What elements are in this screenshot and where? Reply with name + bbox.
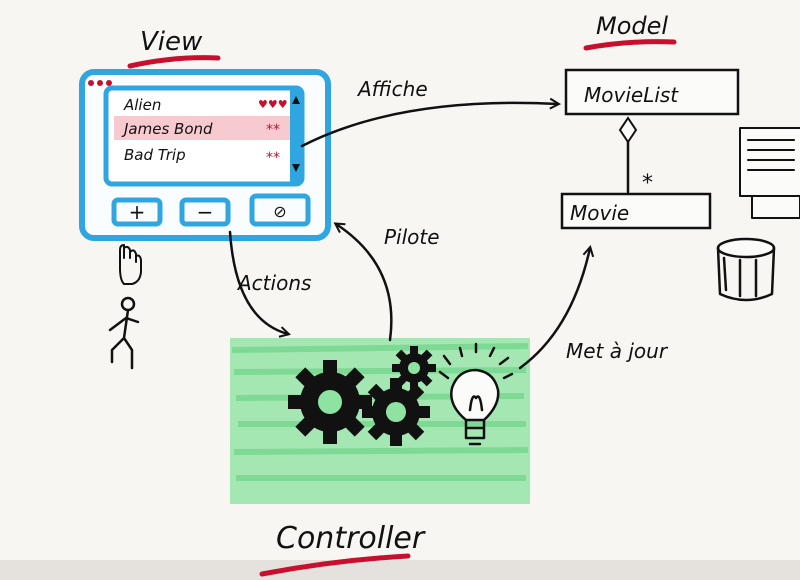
- scroll-up-icon[interactable]: [292, 96, 300, 104]
- view-title-underline: [127, 55, 221, 69]
- actions-label: Actions: [236, 271, 311, 295]
- multiplicity-label: *: [642, 171, 653, 196]
- database-icon: [716, 237, 776, 302]
- edit-button-label: ⊘: [273, 202, 286, 221]
- movielist-class-box: [564, 68, 740, 116]
- met-a-jour-arrow: [518, 248, 590, 370]
- arrows: Affiche Actions Pilote Met à jour: [228, 77, 669, 370]
- view-title: View: [140, 27, 203, 57]
- remove-button[interactable]: [179, 197, 231, 227]
- movie-title[interactable]: Bad Trip: [124, 146, 186, 164]
- met-a-jour-label: Met à jour: [566, 339, 669, 363]
- actions-arrow: [228, 230, 288, 334]
- remove-button-label: −: [197, 200, 214, 224]
- movie-class-label: Movie: [570, 201, 629, 225]
- user-stick-figure-icon: [108, 296, 140, 370]
- pilote-label: Pilote: [384, 225, 440, 249]
- window-dot-icon: [97, 80, 103, 86]
- affiche-arrow: [300, 103, 558, 148]
- view-section: View Alien ♥♥♥ James Bond ** Bad Trip **…: [79, 27, 331, 370]
- controller-section: Controller: [230, 338, 530, 577]
- edit-button[interactable]: [249, 193, 311, 227]
- movie-class-box: [560, 192, 712, 230]
- gear-icon: [362, 378, 430, 446]
- pilote-arrow: [336, 224, 393, 342]
- window-dot-icon: [106, 80, 112, 86]
- movie-rating: **: [266, 150, 280, 166]
- model-title-underline: [583, 39, 677, 51]
- add-button[interactable]: [111, 197, 163, 227]
- movielist-class-label: MovieList: [584, 83, 679, 107]
- controller-title-underline: [259, 553, 411, 577]
- movie-title[interactable]: James Bond: [121, 120, 213, 138]
- affiche-label: Affiche: [356, 77, 428, 101]
- scroll-down-icon[interactable]: [292, 164, 300, 172]
- movie-title[interactable]: Alien: [123, 96, 161, 114]
- add-button-label: +: [129, 200, 146, 224]
- controller-title: Controller: [276, 521, 426, 556]
- gear-icon: [288, 360, 372, 444]
- movie-rating: **: [266, 122, 280, 138]
- server-icon: [739, 127, 800, 219]
- gear-icon: [392, 346, 436, 390]
- list-scrollbar[interactable]: [290, 90, 302, 182]
- hand-pointer-icon: [119, 244, 142, 285]
- movie-rating: ♥♥♥: [258, 98, 288, 111]
- model-section: Model MovieList * Movie: [560, 12, 800, 302]
- selected-row-highlight: [114, 116, 290, 140]
- model-title: Model: [596, 12, 668, 40]
- lightbulb-icon: [438, 342, 514, 446]
- window-dot-icon: [88, 80, 94, 86]
